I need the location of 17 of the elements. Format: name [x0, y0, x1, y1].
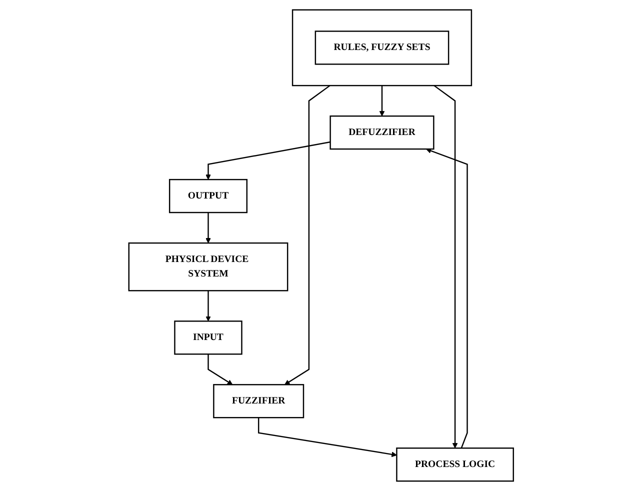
node-box: RULES, FUZZY SETS	[314, 30, 450, 65]
node-box: OUTPUT	[168, 178, 248, 214]
arrow	[205, 212, 211, 244]
arrow	[434, 85, 458, 448]
arrow	[258, 418, 397, 458]
arrow	[379, 86, 385, 116]
cluster	[292, 9, 472, 86]
arrow	[205, 290, 211, 322]
node-box: DEFUZZIFIER	[330, 116, 434, 150]
arrow	[207, 354, 233, 385]
node-box: FUZZIFIER	[212, 384, 304, 418]
node-box: INPUT	[174, 320, 242, 355]
arrow	[284, 85, 330, 385]
node-box: PROCESS LOGIC	[396, 448, 514, 482]
arrow	[205, 141, 330, 180]
node-box: PHYSICL DEVICE SYSTEM	[128, 242, 288, 292]
arrow	[426, 148, 468, 448]
